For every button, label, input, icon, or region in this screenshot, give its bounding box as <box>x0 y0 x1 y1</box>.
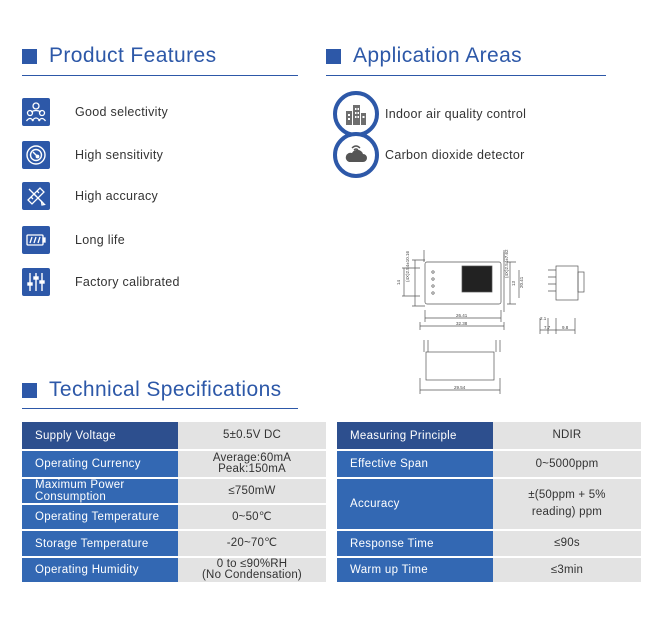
spec-key: Operating Currency <box>22 450 178 479</box>
table-row: Accuracy ±(50ppm + 5% reading) ppm <box>337 478 641 531</box>
cloud-wifi-icon <box>333 132 379 178</box>
spec-value: 0 to ≤90%RH (No Condensation) <box>178 557 326 584</box>
feature-label: Long life <box>75 233 125 247</box>
dim-label: 13 <box>511 280 516 286</box>
spec-value: 0~50℃ <box>178 504 326 531</box>
section-divider <box>22 75 298 76</box>
feature-item-calibrated: Factory calibrated <box>22 268 180 296</box>
spec-key: Operating Humidity <box>22 557 178 584</box>
section-divider <box>326 75 606 76</box>
dim-label: (4X)2.54±7.62 <box>504 249 509 278</box>
table-row: Effective Span 0~5000ppm <box>337 450 641 479</box>
dim-label: 20.41 <box>519 276 524 288</box>
spec-value: ≤3min <box>493 557 641 584</box>
dim-label: 14 <box>396 279 401 285</box>
table-row: Measuring Principle NDIR <box>337 422 641 451</box>
people-group-icon <box>22 98 50 126</box>
table-row: Storage Temperature -20~70℃ <box>22 530 326 558</box>
application-areas-heading: Application Areas <box>326 44 522 68</box>
gauge-dial-icon <box>22 141 50 169</box>
application-item-indoor-air: Indoor air quality control <box>333 91 526 137</box>
dim-label: 32.38 <box>456 321 468 326</box>
section-divider <box>22 408 298 409</box>
feature-item-accuracy: High accuracy <box>22 182 158 210</box>
spec-value: Average:60mA Peak:150mA <box>178 450 326 479</box>
spec-value: 5±0.5V DC <box>178 422 326 451</box>
heading-square-icon <box>22 48 37 64</box>
spec-key: Supply Voltage <box>22 422 178 451</box>
spec-key: Operating Temperature <box>22 504 178 531</box>
technical-specifications-heading: Technical Specifications <box>22 378 282 402</box>
application-label: Indoor air quality control <box>385 107 527 121</box>
dim-label: 29.54 <box>454 385 466 390</box>
application-item-co2-detector: Carbon dioxide detector <box>333 132 525 178</box>
table-row: Maximum Power Consumption ≤750mW <box>22 478 326 505</box>
spec-value: -20~70℃ <box>178 530 326 558</box>
technical-specifications-title: Technical Specifications <box>49 378 282 401</box>
feature-item-selectivity: Good selectivity <box>22 98 168 126</box>
spec-key: Measuring Principle <box>337 422 493 451</box>
feature-item-long-life: Long life <box>22 226 125 254</box>
battery-icon <box>22 226 50 254</box>
dim-label: 9.8 <box>562 325 569 330</box>
product-features-heading: Product Features <box>22 44 216 68</box>
feature-label: High sensitivity <box>75 148 164 162</box>
sliders-icon <box>22 268 50 296</box>
spec-value: NDIR <box>493 422 641 451</box>
table-row: Operating Humidity 0 to ≤90%RH (No Conde… <box>22 557 326 584</box>
table-row: Supply Voltage 5±0.5V DC <box>22 422 326 451</box>
spec-key: Accuracy <box>337 478 493 531</box>
heading-square-icon <box>326 48 341 64</box>
ruler-pencil-icon <box>22 182 50 210</box>
dim-label: 26.41 <box>456 313 468 318</box>
table-row: Response Time ≤90s <box>337 530 641 558</box>
application-areas-title: Application Areas <box>353 44 523 67</box>
feature-label: High accuracy <box>75 189 159 203</box>
table-row: Operating Temperature 0~50℃ <box>22 504 326 531</box>
buildings-icon <box>333 91 379 137</box>
feature-label: Good selectivity <box>75 105 169 119</box>
table-row: Warm up Time ≤3min <box>337 557 641 584</box>
application-label: Carbon dioxide detector <box>385 148 525 162</box>
dim-label: 2.1 <box>540 316 547 321</box>
dim-label: 7.7 <box>544 325 551 330</box>
spec-value: ±(50ppm + 5% reading) ppm <box>493 478 641 531</box>
spec-key: Warm up Time <box>337 557 493 584</box>
spec-value: ≤90s <box>493 530 641 558</box>
spec-key: Effective Span <box>337 450 493 479</box>
feature-label: Factory calibrated <box>75 275 180 289</box>
feature-item-sensitivity: High sensitivity <box>22 141 163 169</box>
sensor-dimension-drawing: (4X)2.54±10.16 14 (4X)2.54±7.62 13 20.41… <box>396 249 585 394</box>
spec-key: Response Time <box>337 530 493 558</box>
spec-key: Maximum Power Consumption <box>22 478 178 505</box>
table-row: Operating Currency Average:60mA Peak:150… <box>22 450 326 479</box>
heading-square-icon <box>22 382 37 398</box>
specs-table-right: Measuring Principle NDIR Effective Span … <box>337 422 641 584</box>
product-features-title: Product Features <box>49 44 217 67</box>
specs-table-left: Supply Voltage 5±0.5V DC Operating Curre… <box>22 422 326 584</box>
spec-value: 0~5000ppm <box>493 450 641 479</box>
spec-value: ≤750mW <box>178 478 326 505</box>
spec-key: Storage Temperature <box>22 530 178 558</box>
dim-label: (4X)2.54±10.16 <box>405 251 410 282</box>
